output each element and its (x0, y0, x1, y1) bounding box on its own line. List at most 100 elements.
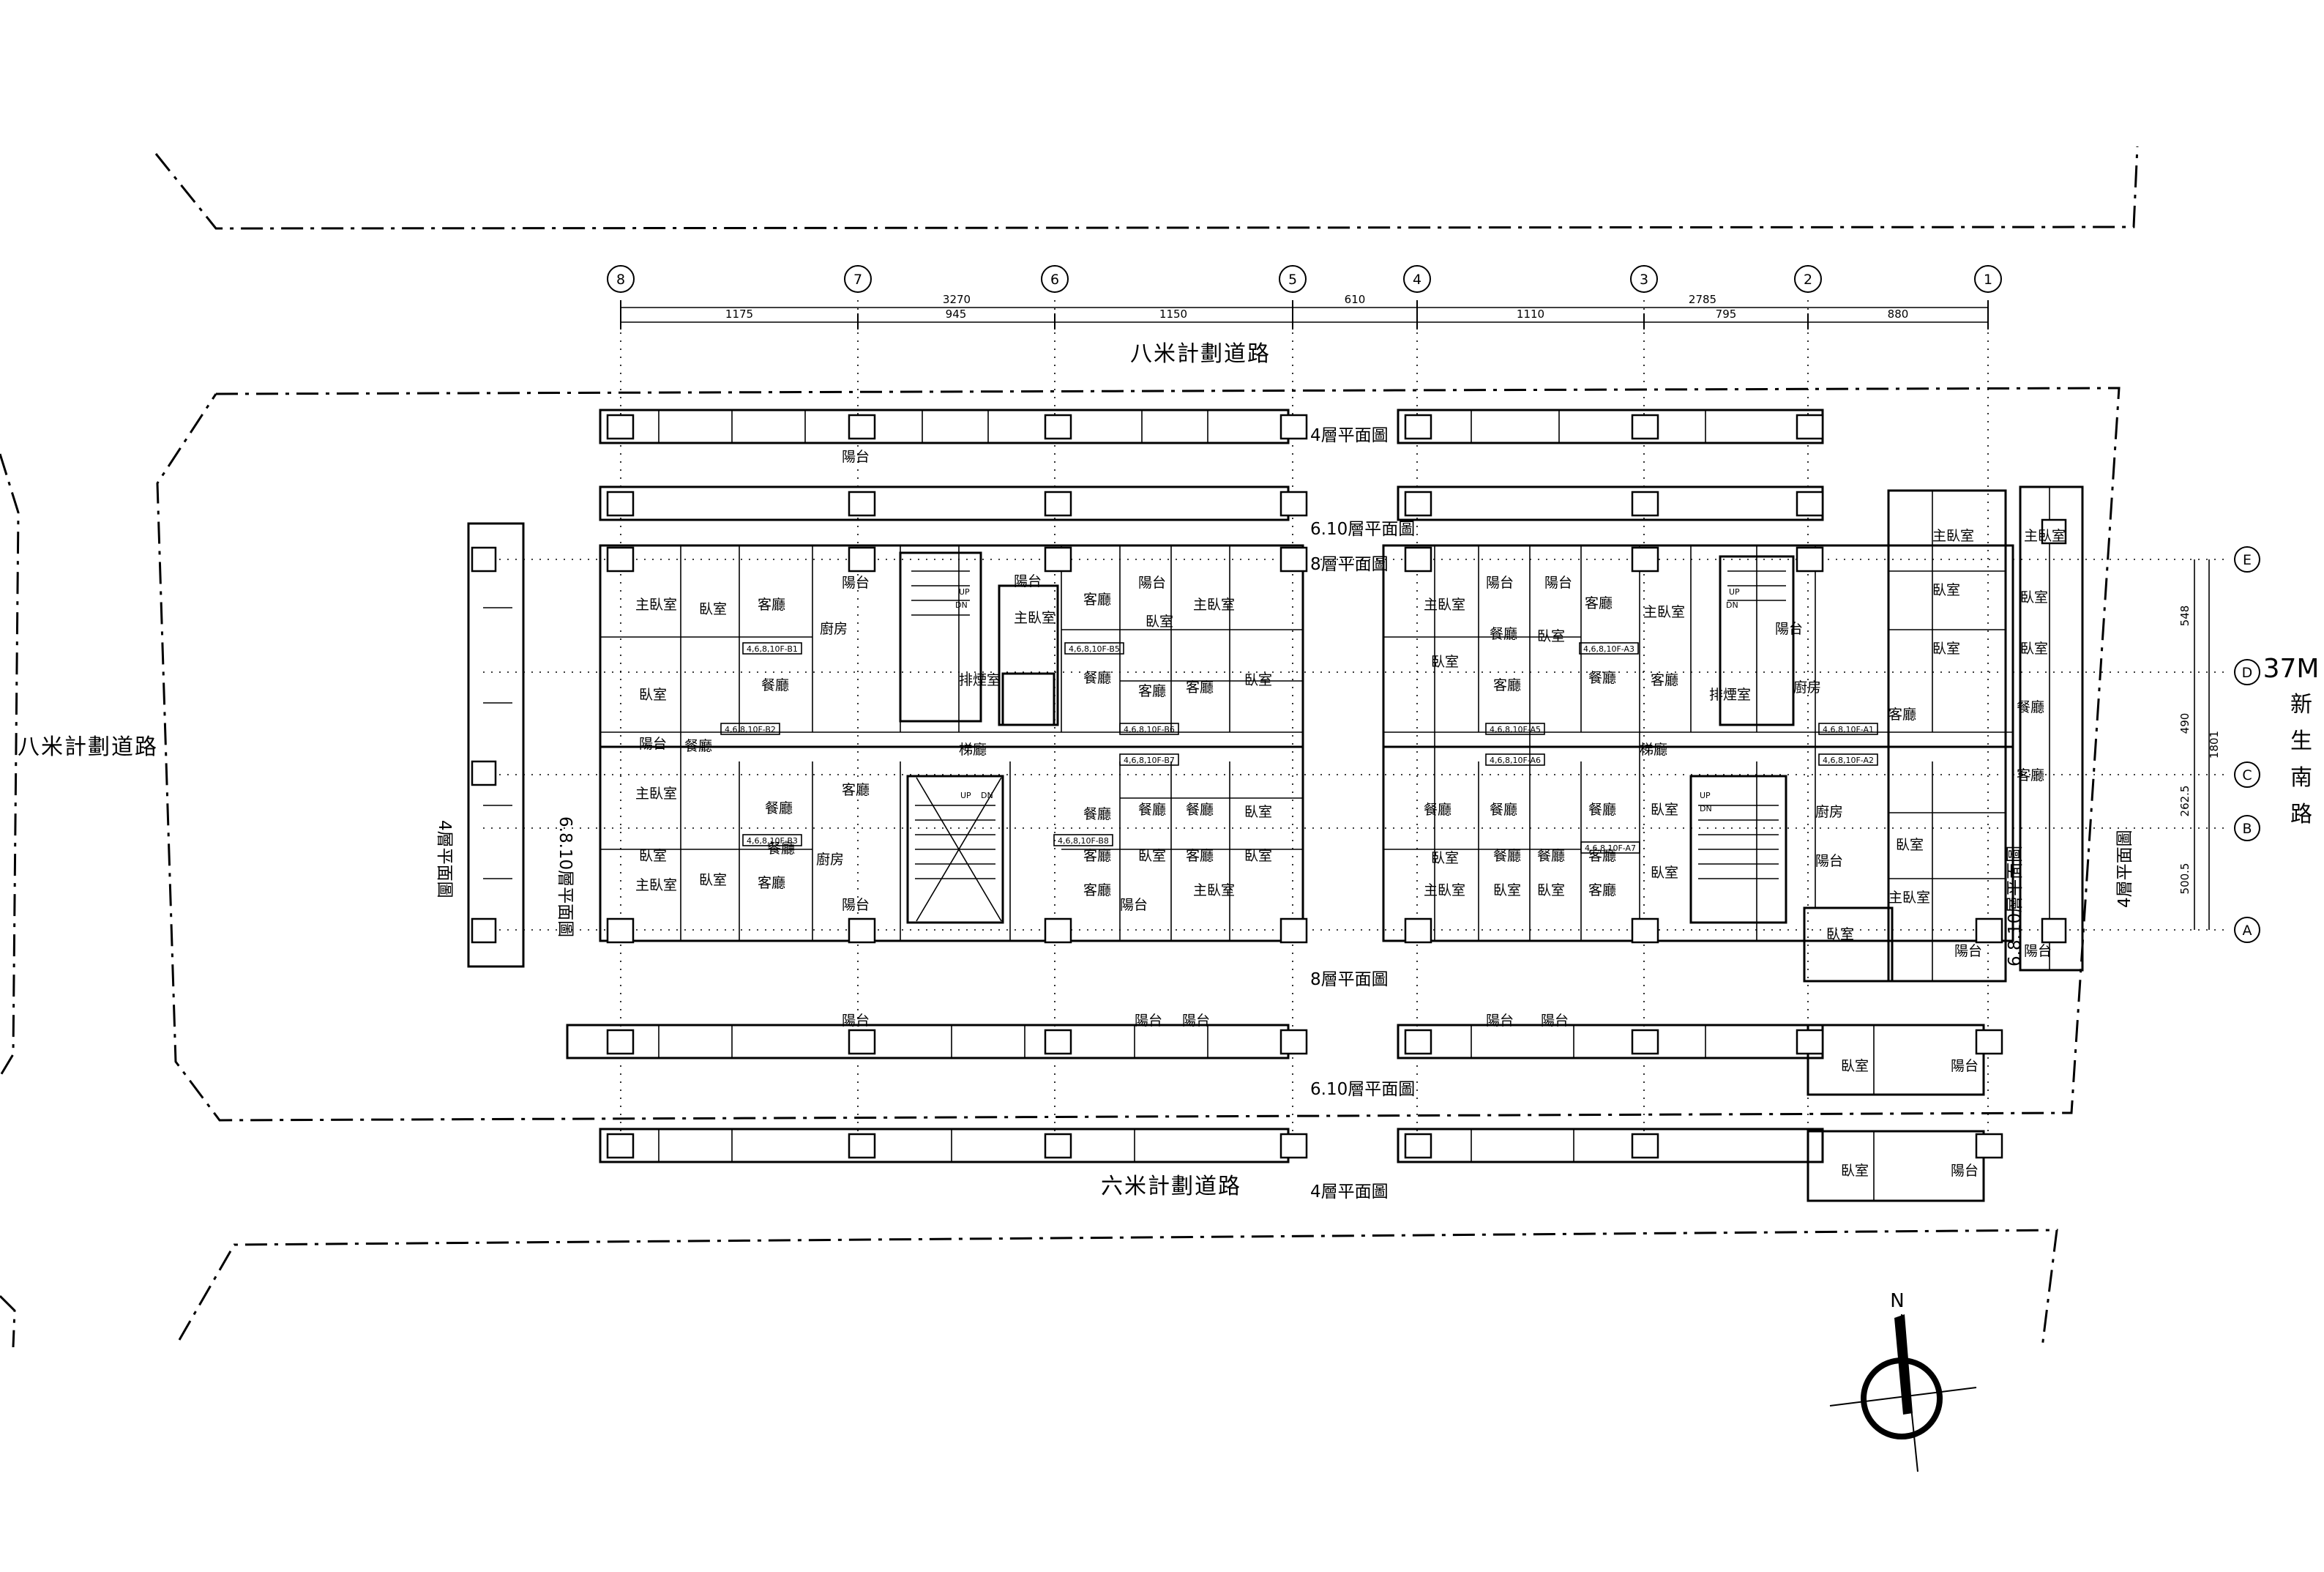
grid-col-2: 2 (1804, 272, 1812, 288)
room-balcony: 陽台 (1951, 1163, 1979, 1179)
room-dining: 餐廳 (1083, 670, 1111, 686)
grid-col-8: 8 (616, 272, 625, 288)
room-lobby: 梯廳 (959, 742, 987, 758)
room-living: 客廳 (1493, 677, 1521, 693)
room-master-bedroom: 主臥室 (635, 597, 677, 613)
stair-up-label: UP (1700, 791, 1711, 800)
room-bedroom: 臥室 (2020, 641, 2048, 657)
stair-markers: UP DN UP DN UP DN UP DN (955, 587, 1740, 813)
room-living: 客廳 (1888, 707, 1916, 723)
room-balcony: 陽台 (2024, 943, 2052, 959)
room-bedroom: 臥室 (2020, 589, 2048, 606)
room-bedroom: 臥室 (1932, 582, 1960, 598)
room-bedroom: 臥室 (639, 848, 667, 864)
room-bedroom: 臥室 (1896, 837, 1924, 853)
grid-lines (483, 300, 2229, 1150)
room-bedroom: 臥室 (1493, 882, 1521, 898)
unit-tag-b5: 4,6,8,10F-B5 (1069, 644, 1120, 654)
room-bedroom: 臥室 (1841, 1163, 1869, 1179)
room-balcony: 陽台 (1486, 1013, 1514, 1029)
dim-span-880: 880 (1888, 308, 1909, 321)
room-bedroom: 臥室 (1537, 882, 1565, 898)
stair-up-label: UP (959, 587, 970, 597)
room-balcony: 陽台 (639, 736, 667, 752)
room-dining: 餐廳 (1083, 806, 1111, 822)
stair-dn-label: DN (1700, 804, 1712, 813)
road-east-width: 37M (2263, 654, 2320, 684)
room-smoke: 排煙室 (1709, 687, 1751, 703)
stair-up-label: UP (1729, 587, 1740, 597)
room-kitchen: 廚房 (1815, 803, 1843, 820)
grid-col-7: 7 (853, 272, 862, 288)
room-smoke: 排煙室 (959, 672, 1001, 688)
room-kitchen: 廚房 (1793, 679, 1821, 696)
grid-col-6: 6 (1050, 272, 1059, 288)
room-balcony: 陽台 (842, 897, 870, 913)
floor-label-6810f-left: 6.8.10層平面圖 (556, 816, 575, 937)
road-labels: 八米計劃道路 六米計劃道路 八米計劃道路 37M 新 生 南 路 (18, 341, 2319, 1199)
top-dimensions: 3270 610 2785 1175 945 1150 1110 795 880 (620, 293, 1989, 329)
dim-span-795: 795 (1716, 308, 1737, 321)
room-living: 客廳 (1138, 683, 1166, 699)
grid-col-4: 4 (1413, 272, 1421, 288)
grid-col-5: 5 (1288, 272, 1297, 288)
unit-tags: 4,6,8,10F-B1 4,6,8,10F-B2 4,6,8,10F-B3 4… (720, 642, 1878, 854)
room-living: 客廳 (1585, 595, 1613, 611)
room-balcony: 陽台 (1815, 853, 1843, 869)
unit-tag-a5: 4,6,8,10F-A5 (1490, 725, 1541, 734)
site-boundaries (0, 146, 2139, 1348)
room-living: 客廳 (1186, 679, 1214, 696)
road-east-char-1: 新 (2290, 692, 2314, 718)
floor-label-610f-top: 6.10層平面圖 (1310, 520, 1415, 539)
room-living: 客廳 (1083, 592, 1111, 608)
room-living: 客廳 (1588, 882, 1616, 898)
floor-label-8f-top: 8層平面圖 (1310, 555, 1389, 574)
room-bedroom: 臥室 (699, 872, 727, 888)
room-balcony: 陽台 (1951, 1058, 1979, 1074)
room-lobby: 梯廳 (1640, 742, 1667, 758)
room-labels: 主臥室 臥室 客廳 陽台 廚房 餐廳 臥室 陽台 餐廳 主臥室 陽台 客廳 陽台… (635, 449, 2066, 1179)
room-dining: 餐廳 (1424, 802, 1451, 818)
room-master-bedroom: 主臥室 (1424, 882, 1465, 898)
dim-1801: 1801 (2208, 731, 2221, 759)
unit-tag-a1: 4,6,8,10F-A1 (1823, 725, 1874, 734)
room-bedroom: 臥室 (1932, 641, 1960, 657)
road-east-char-3: 南 (2290, 765, 2314, 791)
floor-label-4f-bottom: 4層平面圖 (1310, 1182, 1389, 1202)
stair-dn-label: DN (981, 791, 993, 800)
unit-tag-b6: 4,6,8,10F-B6 (1124, 725, 1175, 734)
room-balcony: 陽台 (842, 449, 870, 465)
floor-label-610f-bottom: 6.10層平面圖 (1310, 1080, 1415, 1099)
room-bedroom: 臥室 (1537, 628, 1565, 644)
room-master-bedroom: 主臥室 (2024, 528, 2066, 544)
floor-label-8f-bottom: 8層平面圖 (1310, 970, 1389, 989)
dim-span-610: 610 (1345, 293, 1366, 306)
room-balcony: 陽台 (1486, 575, 1514, 591)
grid-row-D: D (2242, 665, 2253, 681)
room-dining: 餐廳 (1493, 848, 1521, 864)
room-bedroom: 臥室 (1431, 850, 1459, 866)
room-balcony: 陽台 (1014, 573, 1042, 589)
room-master-bedroom: 主臥室 (635, 786, 677, 802)
room-balcony: 陽台 (1954, 943, 1982, 959)
room-master-bedroom: 主臥室 (1014, 610, 1055, 626)
room-bedroom: 臥室 (1244, 804, 1272, 820)
room-living: 客廳 (1186, 848, 1214, 864)
stair-dn-label: DN (955, 600, 968, 610)
road-east-char-4: 路 (2290, 802, 2314, 827)
room-balcony: 陽台 (1135, 1013, 1162, 1029)
room-dining: 餐廳 (2017, 699, 2044, 715)
floor-label-6810f-right: 6.8.10層平面圖 (2006, 846, 2025, 966)
room-living: 客廳 (1083, 848, 1111, 864)
unit-tag-b7: 4,6,8,10F-B7 (1124, 756, 1175, 765)
unit-tag-a3: 4,6,8,10F-A3 (1583, 644, 1634, 654)
unit-tag-a6: 4,6,8,10F-A6 (1490, 756, 1541, 765)
room-living: 客廳 (842, 782, 870, 798)
road-north-label: 八米計劃道路 (1130, 341, 1271, 367)
room-bedroom: 臥室 (1244, 848, 1272, 864)
grid-row-B: B (2242, 821, 2252, 837)
dim-span-945: 945 (946, 308, 967, 321)
stair-up-label: UP (960, 791, 971, 800)
room-dining: 餐廳 (1490, 802, 1517, 818)
room-dining: 餐廳 (1138, 802, 1166, 818)
